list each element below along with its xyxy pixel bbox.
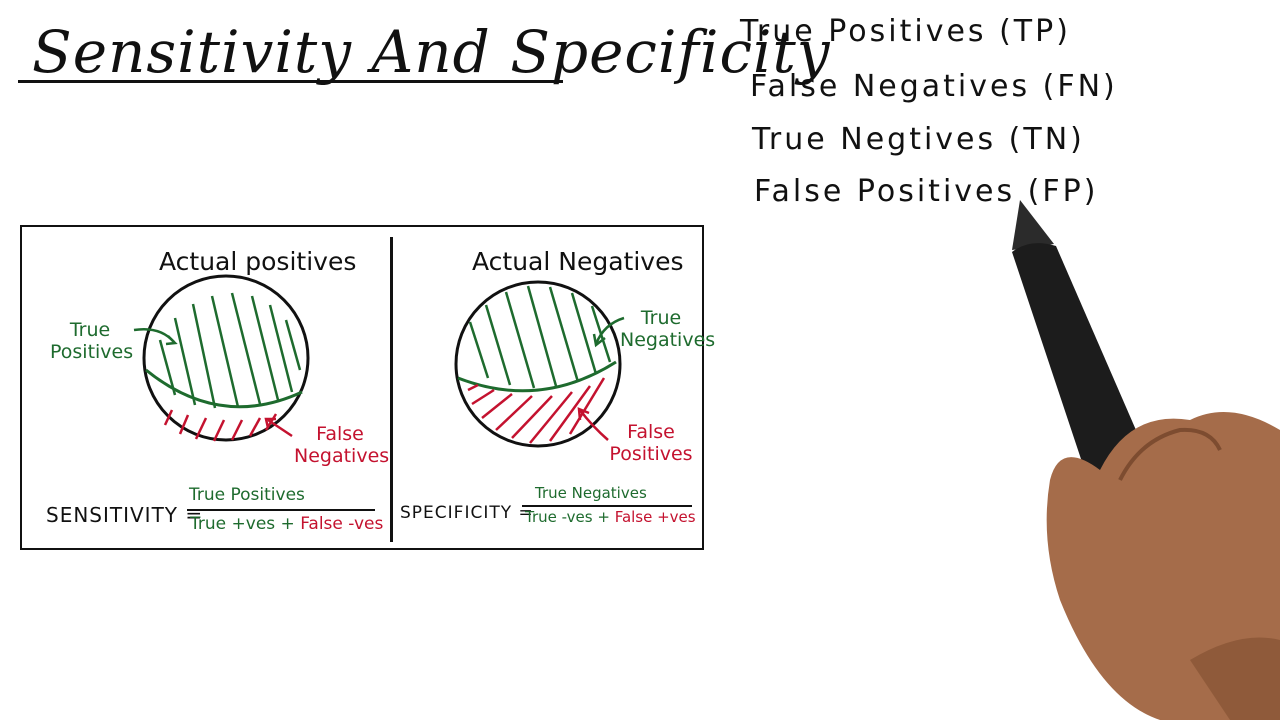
right-green-label-line1: True bbox=[640, 307, 682, 329]
left-red-label-line1: False bbox=[316, 423, 364, 445]
sensitivity-fraction-bar bbox=[187, 509, 375, 511]
right-circle-diagram bbox=[454, 280, 625, 448]
left-red-label: False Negatives bbox=[294, 423, 390, 467]
specificity-numerator: True Negatives bbox=[535, 484, 647, 502]
right-circle bbox=[454, 280, 622, 448]
sensitivity-den-false: False -ves bbox=[300, 514, 384, 534]
left-circle bbox=[142, 274, 310, 442]
right-green-arrow bbox=[594, 316, 625, 345]
right-green-label-line2: Negatives bbox=[620, 329, 716, 351]
right-red-arrow bbox=[579, 409, 609, 441]
term-false-positives: False Positives (FP) bbox=[754, 174, 1099, 209]
specificity-den-true: True -ves + bbox=[525, 508, 610, 526]
right-red-hatching bbox=[467, 377, 606, 444]
right-red-label-line2: Positives bbox=[609, 443, 693, 465]
specificity-fraction-bar bbox=[522, 505, 692, 507]
left-red-label-line2: Negatives bbox=[294, 445, 390, 467]
specificity-den-false: False +ves bbox=[614, 508, 696, 526]
left-red-arrowhead bbox=[264, 417, 276, 429]
diagram-box: Actual positives True Positives False Ne… bbox=[20, 225, 716, 550]
sensitivity-numerator: True Positives bbox=[189, 485, 305, 505]
right-red-label: False Positives bbox=[608, 421, 694, 465]
left-red-hatching bbox=[163, 409, 278, 442]
left-green-hatching bbox=[158, 292, 302, 409]
left-green-arrowhead bbox=[165, 335, 178, 346]
sensitivity-den-true: True +ves + bbox=[190, 514, 295, 534]
term-true-negatives: True Negtives (TN) bbox=[752, 122, 1085, 157]
pen-and-hand bbox=[1012, 200, 1280, 720]
sensitivity-denominator: True +ves + False -ves bbox=[190, 514, 383, 534]
left-red-arrow bbox=[267, 418, 293, 438]
left-green-label-line1: True bbox=[69, 319, 111, 341]
left-split-curve bbox=[145, 368, 303, 409]
left-panel-title: Actual positives bbox=[159, 247, 357, 276]
right-panel-title: Actual Negatives bbox=[472, 247, 684, 276]
panel-divider bbox=[390, 237, 393, 542]
hand-palm-shadow bbox=[1190, 637, 1280, 720]
hand-icon bbox=[1046, 412, 1280, 720]
left-green-label-line2: Positives bbox=[50, 341, 134, 363]
right-red-label-line1: False bbox=[627, 421, 675, 443]
hand-knuckle-line bbox=[1118, 427, 1222, 481]
left-circle-diagram bbox=[133, 274, 310, 442]
left-green-label: True Positives bbox=[50, 319, 134, 363]
term-true-positives: True Positives (TP) bbox=[740, 14, 1071, 49]
page-title: Sensitivity And Specificity bbox=[32, 18, 831, 86]
sensitivity-label: SENSITIVITY = bbox=[46, 503, 204, 527]
right-red-arrowhead bbox=[577, 407, 590, 421]
specificity-denominator: True -ves + False +ves bbox=[525, 508, 696, 526]
right-split-curve bbox=[457, 360, 617, 393]
term-false-negatives: False Negatives (FN) bbox=[750, 69, 1118, 104]
specificity-label: SPECIFICITY = bbox=[400, 503, 534, 523]
left-green-arrow bbox=[133, 328, 175, 343]
pen-tip-icon bbox=[1012, 200, 1054, 250]
right-green-label: True Negatives bbox=[620, 307, 716, 351]
right-green-arrowhead bbox=[592, 333, 606, 348]
title-underline bbox=[18, 80, 563, 83]
